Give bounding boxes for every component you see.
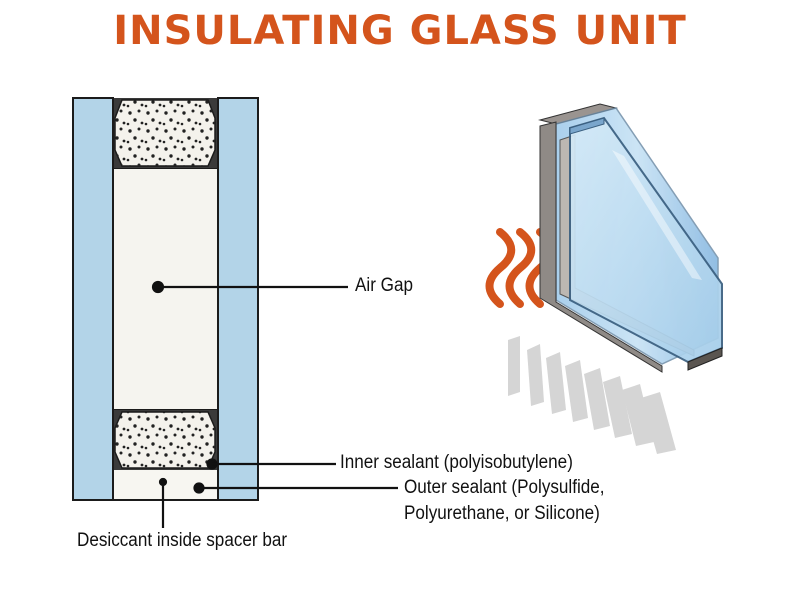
air-gap-label: Air Gap [355, 275, 413, 296]
bottom-spacer [113, 410, 218, 470]
leader-lines [151, 280, 398, 528]
cold-lines [508, 336, 676, 454]
right-glass-pane [217, 97, 259, 501]
page-title: INSULATING GLASS UNIT [113, 8, 687, 54]
left-glass-pane [72, 97, 114, 501]
air-gap [112, 167, 219, 411]
top-spacer [113, 98, 218, 168]
window-3d-illustration [485, 103, 723, 454]
inner-sealant-label: Inner sealant (polyisobutylene) [340, 452, 573, 473]
outer-sealant-label-line2: Polyurethane, or Silicone) [404, 503, 600, 524]
cross-section [72, 97, 259, 501]
outer-sealant-label-line1: Outer sealant (Polysulfide, [404, 477, 605, 498]
desiccant-label: Desiccant inside spacer bar [77, 530, 288, 551]
